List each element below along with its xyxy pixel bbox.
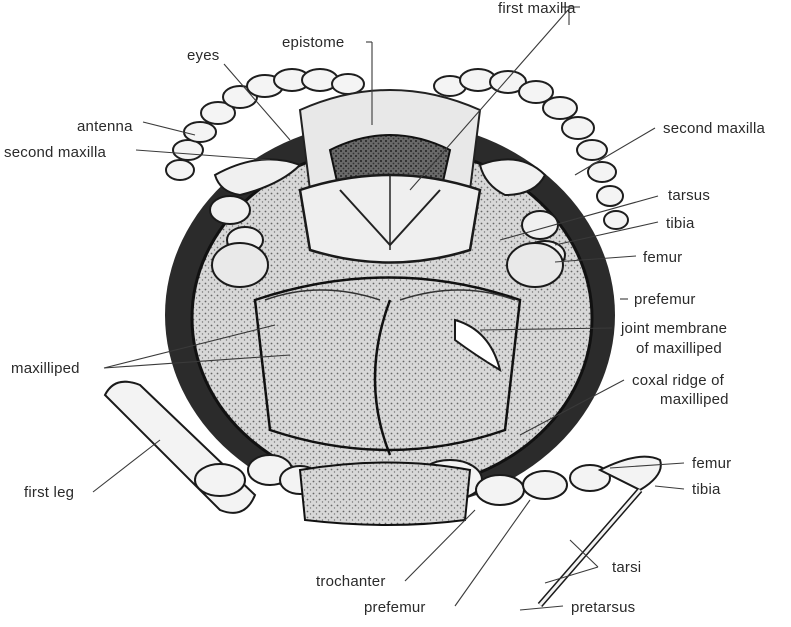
label-prefemur-lower: prefemur (364, 599, 426, 616)
leader-pretarsus (520, 606, 563, 610)
label-epistome: epistome (282, 34, 344, 51)
sternite-base (300, 463, 470, 526)
label-pretarsus: pretarsus (571, 599, 635, 616)
label-antenna: antenna (77, 118, 133, 135)
label-joint-membrane-2: of maxilliped (636, 340, 722, 357)
label-first-leg: first leg (24, 484, 74, 501)
label-maxilliped: maxilliped (11, 360, 80, 377)
label-eyes: eyes (187, 47, 220, 64)
label-coxal-ridge-1: coxal ridge of (632, 372, 724, 389)
first-maxilla (300, 175, 480, 263)
leader-first-leg (93, 440, 160, 492)
label-femur-upper: femur (643, 249, 682, 266)
label-trochanter: trochanter (316, 573, 386, 590)
label-coxal-ridge-2: maxilliped (660, 391, 729, 408)
label-tibia-lower: tibia (692, 481, 721, 498)
label-tarsi: tarsi (612, 559, 641, 576)
leader-tibia-lower (655, 486, 684, 489)
label-tibia-upper: tibia (666, 215, 695, 232)
label-second-maxilla-left: second maxilla (4, 144, 106, 161)
label-prefemur-upper: prefemur (634, 291, 696, 308)
label-tarsus: tarsus (668, 187, 710, 204)
label-second-maxilla-right: second maxilla (663, 120, 765, 137)
label-joint-membrane-1: joint membrane (621, 320, 727, 337)
maxilliped-coxosternite (255, 278, 520, 456)
label-femur-lower: femur (692, 455, 731, 472)
label-first-maxilla: first maxilla (498, 0, 576, 17)
